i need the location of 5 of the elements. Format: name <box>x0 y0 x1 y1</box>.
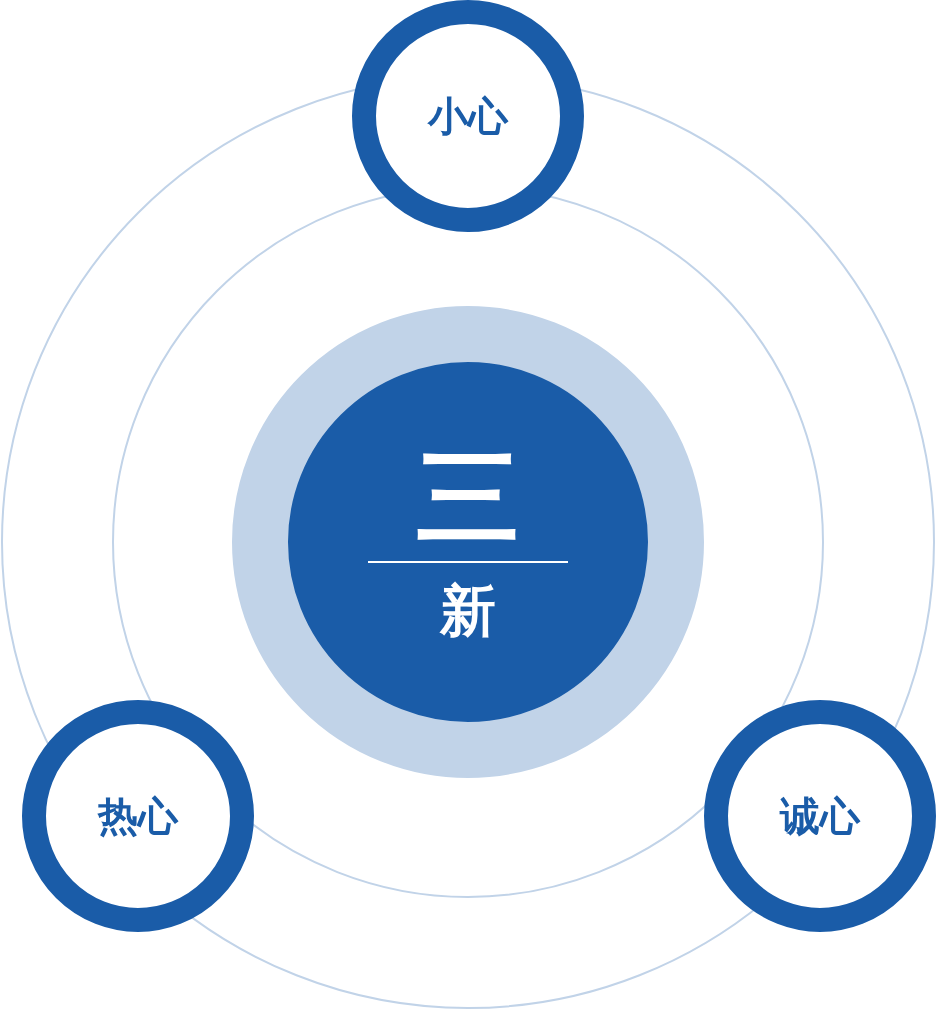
subtitle-character: 新 <box>440 576 496 644</box>
node-label: 诚心 <box>780 790 860 841</box>
node-label: 热心 <box>98 790 178 841</box>
node-label: 小心 <box>428 90 508 141</box>
title-character: 三 <box>416 440 520 555</box>
